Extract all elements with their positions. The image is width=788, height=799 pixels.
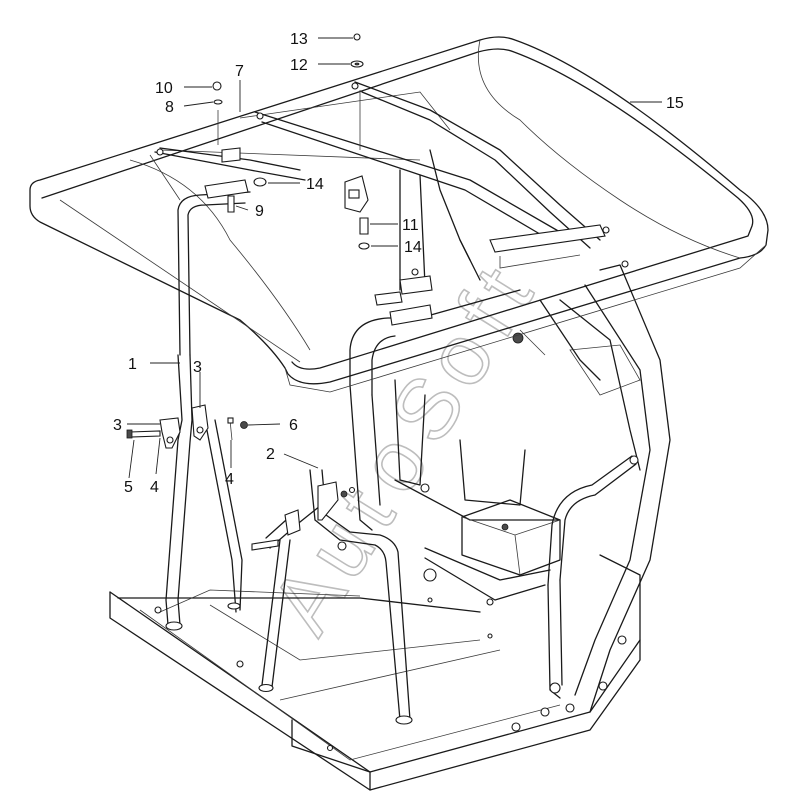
rops-frame [349, 149, 671, 713]
callout-4-left: 4 [150, 479, 159, 496]
nut-14a [253, 177, 267, 187]
callout-6: 6 [289, 417, 298, 434]
callout-13: 13 [290, 31, 308, 48]
hinge-bracket-left [159, 417, 181, 449]
callout-14-bottom: 14 [404, 239, 422, 256]
callout-labels: 1 2 3 3 4 4 5 6 7 8 9 10 11 12 13 14 14 … [113, 31, 684, 496]
bolt-5 [129, 430, 161, 438]
front-legs [165, 354, 413, 725]
roof-cross-bars [154, 81, 606, 356]
callout-2: 2 [266, 446, 275, 463]
callout-7: 7 [235, 63, 244, 80]
washer-14b [358, 242, 370, 250]
callout-10: 10 [155, 80, 173, 97]
callout-9: 9 [255, 203, 264, 220]
leader-lines [127, 37, 662, 479]
base-frame [109, 554, 641, 791]
nut-10 [212, 81, 222, 91]
callout-3-left: 3 [113, 417, 122, 434]
callout-1: 1 [128, 356, 137, 373]
bolt-11 [359, 217, 369, 235]
washer-8 [213, 99, 223, 105]
callout-3-top: 3 [193, 359, 202, 376]
hardware [126, 33, 629, 551]
callout-11: 11 [402, 217, 419, 234]
callout-5: 5 [124, 479, 133, 496]
roof-canopy [29, 36, 769, 393]
callout-14-top: 14 [306, 176, 324, 193]
nut-6 [240, 421, 248, 429]
bolt-9 [227, 195, 235, 213]
callout-12: 12 [290, 57, 308, 74]
callout-15: 15 [666, 95, 684, 112]
hinge-bracket-right [191, 404, 209, 441]
callout-4-right: 4 [225, 471, 234, 488]
clamp-2 [317, 481, 339, 521]
nut-13 [353, 33, 361, 41]
callout-8: 8 [165, 99, 174, 116]
